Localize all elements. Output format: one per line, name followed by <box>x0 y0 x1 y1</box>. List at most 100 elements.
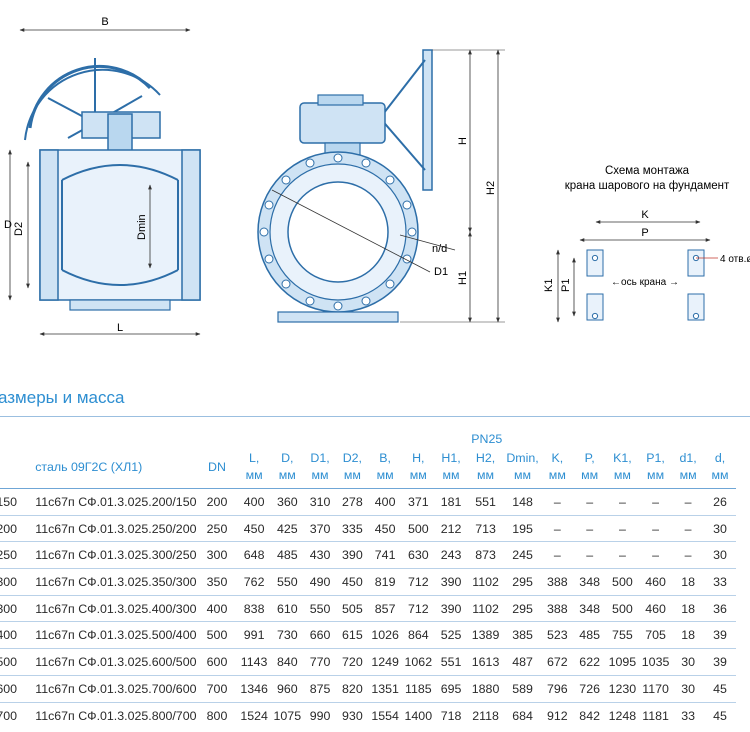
row-value: – <box>652 548 660 563</box>
row-dn: 300 <box>206 548 228 563</box>
row-mark: 11с67п СФ.01.3.025.700/600 <box>35 681 197 696</box>
dim-label-dmin: Dmin <box>136 214 148 240</box>
row-value: 589 <box>512 681 533 696</box>
row-mark: 11с67п СФ.01.3.025.600/500 <box>35 654 197 669</box>
column-header-name: H1, <box>441 451 461 465</box>
table-row: 0/20011с67п СФ.01.3.025.250/200250450425… <box>0 515 736 542</box>
row-value: 875 <box>309 681 331 696</box>
column-header-unit: мм <box>311 468 329 482</box>
column-header: L,мм <box>238 446 271 489</box>
front-view: B D D2 Dmin L <box>4 16 201 336</box>
row-value: 1346 <box>240 681 268 696</box>
row-value: 990 <box>309 708 331 723</box>
pn-label: PN25 <box>471 432 503 446</box>
dim-label-l: L <box>117 322 123 334</box>
row-value: – <box>586 548 594 563</box>
row-value: 819 <box>374 574 396 589</box>
column-header-unit: мм <box>548 468 566 482</box>
row-value: 1613 <box>471 654 500 669</box>
column-header-name: P, <box>584 451 595 465</box>
row-dn: 200 <box>206 494 228 509</box>
row-value: 1143 <box>240 654 268 669</box>
column-header: P1,мм <box>639 446 672 489</box>
row-value: 755 <box>612 628 633 643</box>
technical-drawings: B D D2 Dmin L <box>4 16 750 336</box>
dim-label-d2: D2 <box>13 222 25 236</box>
column-header: B,мм <box>369 446 402 489</box>
row-value: 278 <box>342 494 363 509</box>
column-header-name: Dmin, <box>506 451 539 465</box>
row-value: 243 <box>440 548 462 563</box>
row-value: 672 <box>546 654 568 669</box>
row-value: 622 <box>579 654 600 669</box>
dim-label-h1: H1 <box>457 271 469 285</box>
dim-label-h: H <box>457 137 469 145</box>
column-header-name: D2, <box>342 451 363 465</box>
row-value: 500 <box>612 601 633 616</box>
row-value: 1248 <box>608 708 637 723</box>
column-header: K,мм <box>541 446 573 489</box>
row-size: 0/400 <box>0 628 18 643</box>
row-value: 1035 <box>641 654 670 669</box>
row-size: 0/200 <box>0 521 18 536</box>
row-value: 1181 <box>642 708 669 723</box>
row-value: 660 <box>309 628 331 643</box>
row-size: 0/150 <box>0 494 18 509</box>
side-view: n/d D1 H H2 H1 <box>257 49 505 323</box>
row-value: 385 <box>512 628 533 643</box>
row-value: 1351 <box>371 681 399 696</box>
row-value: 388 <box>546 574 568 589</box>
row-value: – <box>553 521 561 536</box>
row-value: 490 <box>309 574 331 589</box>
row-value: 371 <box>407 494 429 509</box>
row-value: 1185 <box>404 681 432 696</box>
row-value: 550 <box>309 601 331 616</box>
column-header-unit: мм <box>679 468 697 482</box>
column-header: H,мм <box>402 446 435 489</box>
row-value: 370 <box>309 521 331 536</box>
row-value: 762 <box>243 574 265 589</box>
column-header-unit: мм <box>647 468 665 482</box>
row-value: 505 <box>342 601 363 616</box>
table-row: 0/40011с67п СФ.01.3.025.500/400500991730… <box>0 621 736 649</box>
row-value: – <box>553 494 561 509</box>
row-value: 33 <box>713 574 727 589</box>
row-dn: 350 <box>206 574 228 589</box>
row-value: 864 <box>407 628 429 643</box>
row-mark: 11с67п СФ.01.3.025.250/200 <box>35 521 197 536</box>
column-header-unit: мм <box>278 468 296 482</box>
row-value: 630 <box>407 548 429 563</box>
row-value: 648 <box>243 548 265 563</box>
row-size: 0/250 <box>0 548 18 563</box>
row-value: 796 <box>546 681 568 696</box>
row-value: 741 <box>374 548 396 563</box>
row-value: 1554 <box>371 708 399 723</box>
row-value: 551 <box>440 654 462 669</box>
row-value: 525 <box>440 628 462 643</box>
column-header-unit: мм <box>376 468 394 482</box>
row-value: – <box>586 521 594 536</box>
dim-label-d1: D1 <box>434 266 448 278</box>
column-header: d,мм <box>704 446 736 489</box>
row-value: 523 <box>546 628 568 643</box>
column-header: D,мм <box>271 446 304 489</box>
scheme-holes-label: 4 отв.ø <box>720 254 750 265</box>
row-value: 45 <box>713 708 727 723</box>
row-value: 820 <box>342 681 363 696</box>
row-value: 1389 <box>471 628 500 643</box>
row-size: 0/700 <box>0 708 18 723</box>
row-value: 873 <box>475 548 496 563</box>
row-value: 1102 <box>472 601 499 616</box>
row-value: 730 <box>276 628 298 643</box>
row-value: 36 <box>713 601 727 616</box>
row-value: 18 <box>681 628 695 643</box>
row-value: 726 <box>579 681 600 696</box>
row-mark: 11с67п СФ.01.3.025.500/400 <box>35 628 197 643</box>
row-size: 0/300 <box>0 601 18 616</box>
row-value: 460 <box>645 574 666 589</box>
row-value: 26 <box>713 494 727 509</box>
table-row: 0/70011с67п СФ.01.3.025.800/700800152410… <box>0 702 736 729</box>
row-value: 460 <box>645 601 666 616</box>
row-value: 430 <box>309 548 331 563</box>
